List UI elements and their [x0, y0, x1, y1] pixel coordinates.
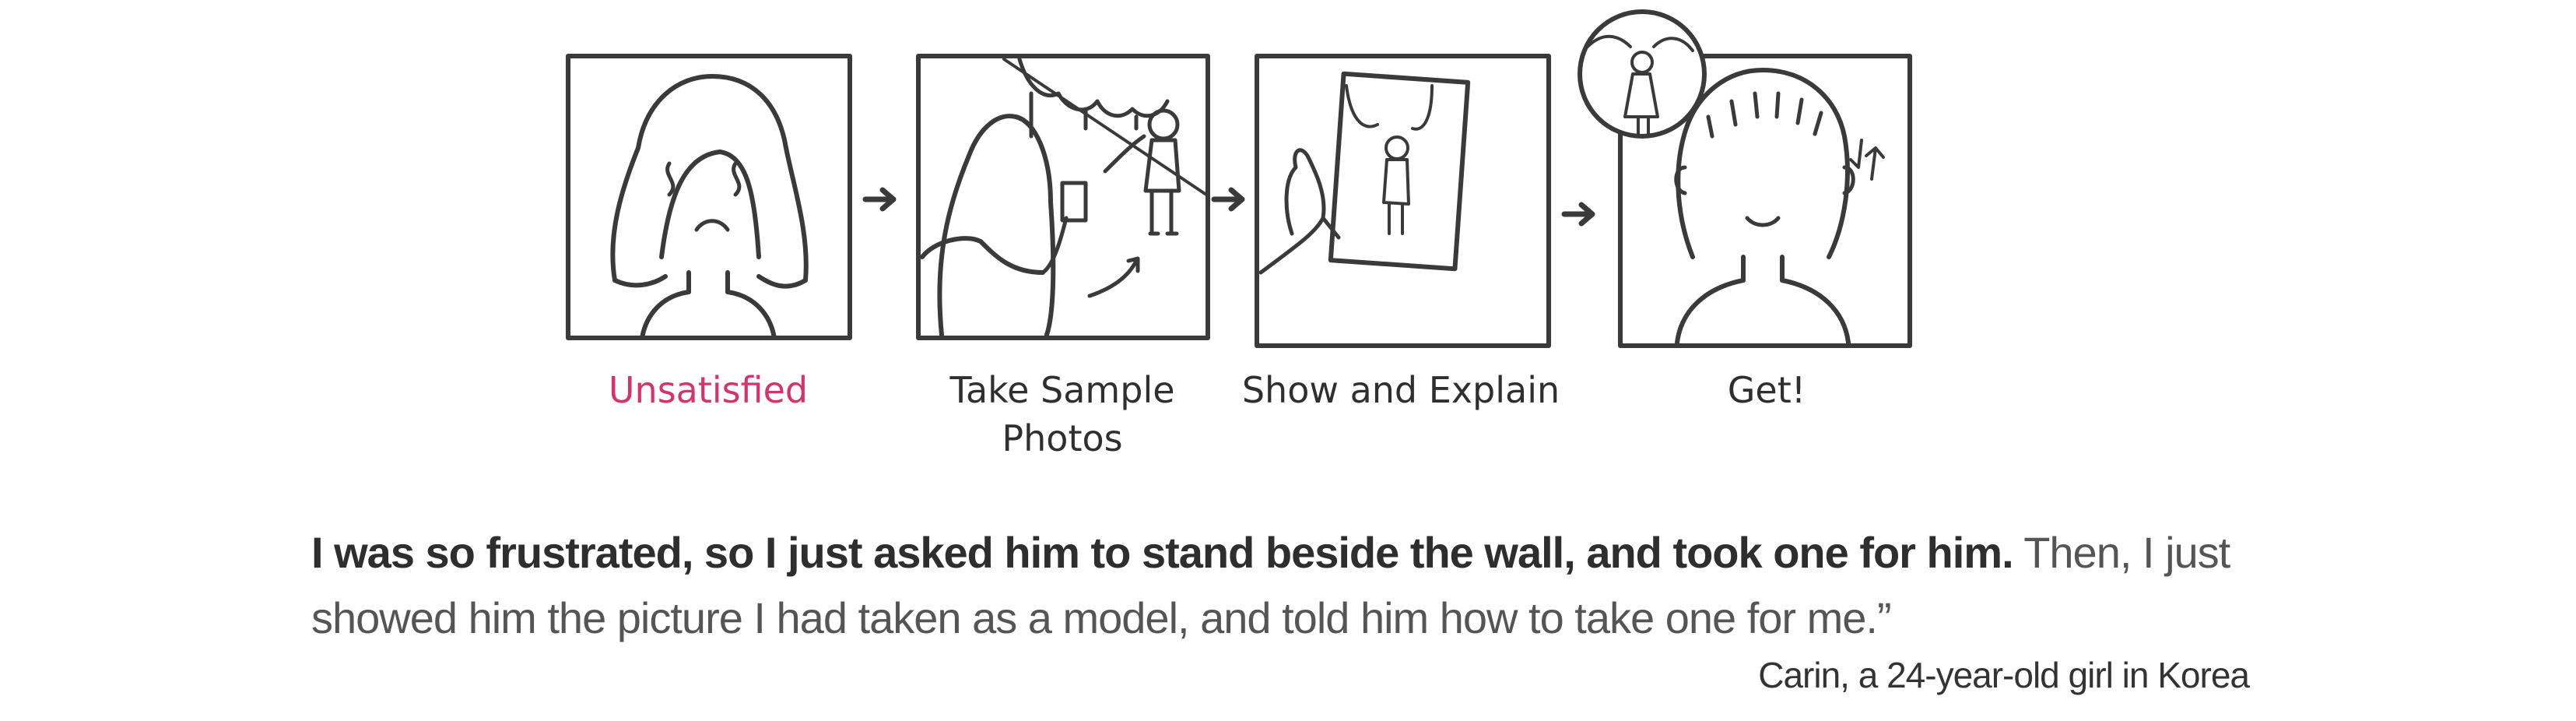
panel-caption-unsatisfied: Unsatisfied — [545, 366, 872, 414]
caption-text: Get! — [1727, 369, 1806, 411]
caption-line-1: Take Sample — [949, 369, 1175, 411]
panel-frame — [916, 54, 1210, 340]
panel-2-take-sample-photos — [916, 54, 1210, 340]
panel-caption-get: Get! — [1611, 366, 1922, 414]
panel-caption-take-sample-photos: Take Sample Photos — [895, 366, 1230, 462]
caption-text: Show and Explain — [1241, 369, 1560, 411]
panel-frame — [1255, 54, 1551, 348]
panel-4-get — [1578, 9, 1912, 348]
panel-3-show-and-explain — [1255, 54, 1551, 348]
arrow-right-icon — [862, 187, 897, 212]
caption-text: Unsatisfied — [608, 369, 809, 411]
panel-frame — [1618, 54, 1912, 348]
taking-photo-icon — [920, 57, 1208, 337]
showing-photo-icon — [1258, 71, 1471, 275]
arrow-right-icon — [1211, 187, 1245, 212]
quote-attribution: Carin, a 24-year-old girl in Korea — [1758, 655, 2250, 695]
panel-frame — [566, 54, 852, 340]
sad-girl-icon — [610, 74, 809, 340]
quote-emphasis: I was so frustrated, so I just asked him… — [311, 528, 2014, 577]
arrow-right-icon — [1561, 202, 1595, 227]
quote-rest-line-2: showed him the picture I had taken as a … — [311, 593, 1892, 642]
user-quote: I was so frustrated, so I just asked him… — [311, 520, 2272, 651]
caption-line-2: Photos — [1002, 417, 1123, 459]
panel-caption-show-and-explain: Show and Explain — [1222, 366, 1580, 414]
happy-boy-icon — [1578, 9, 1885, 345]
quote-rest-line-1: Then, I just — [2023, 528, 2230, 577]
panel-1-unsatisfied — [566, 54, 852, 340]
